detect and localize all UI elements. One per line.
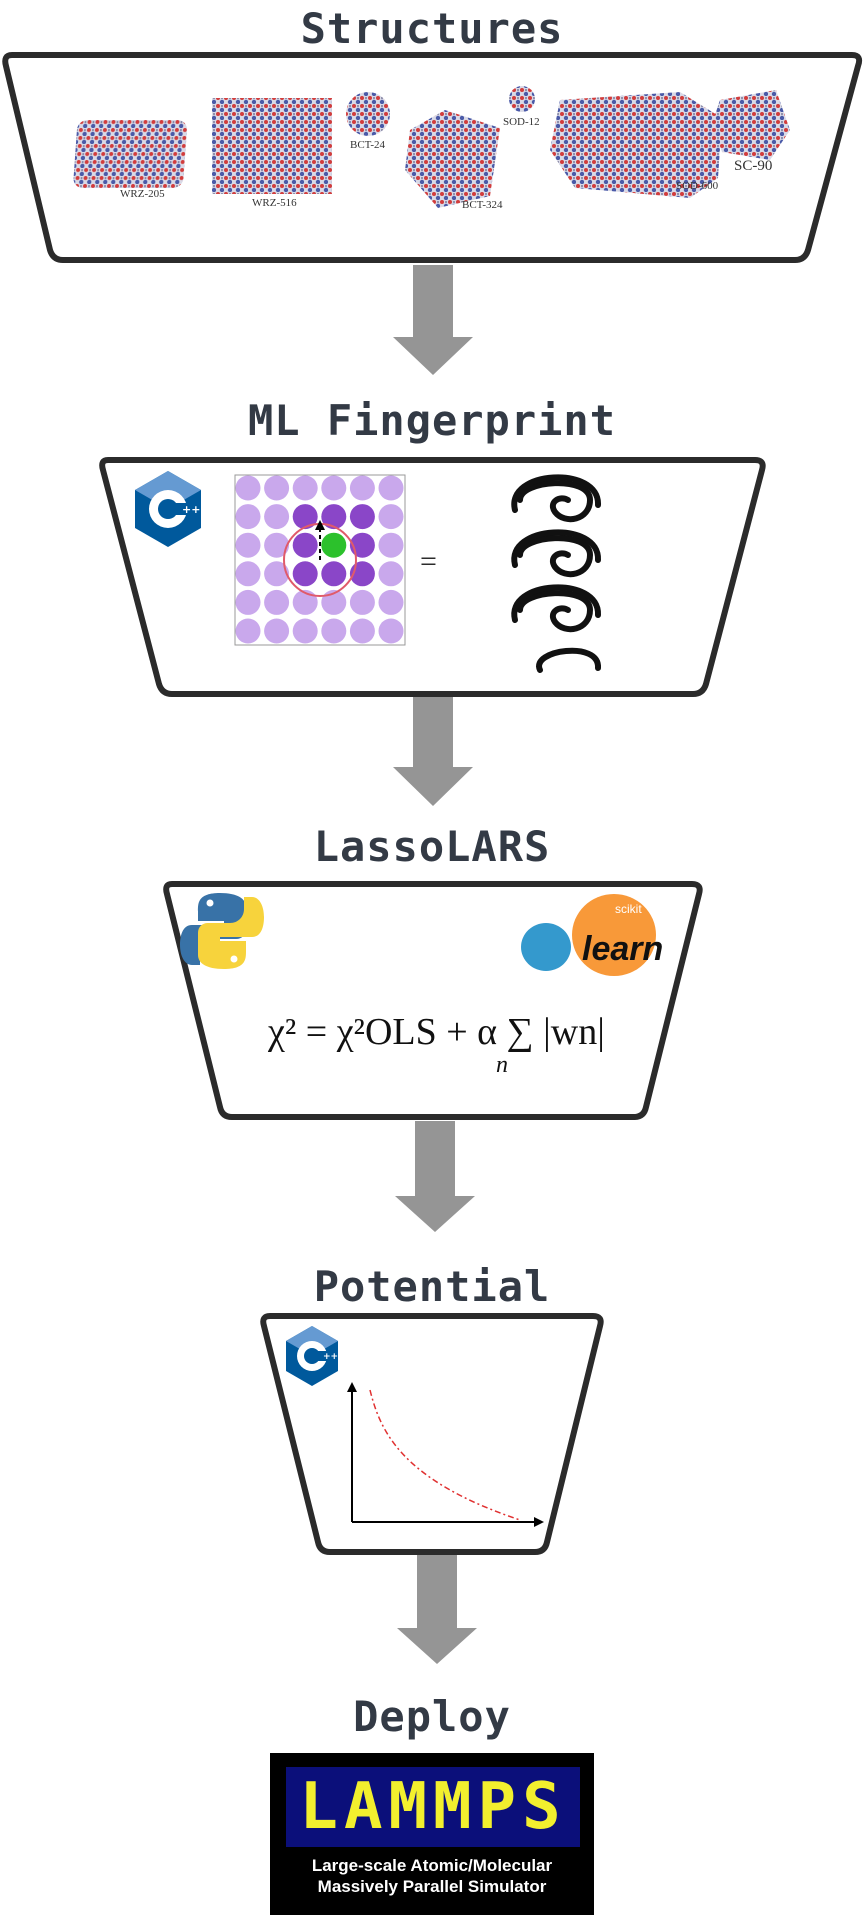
- lammps-line1: Large-scale Atomic/Molecular: [311, 1856, 553, 1875]
- label-sod12: SOD-12: [503, 116, 540, 128]
- title-lassolars: LassoLARS: [313, 822, 551, 871]
- atom: [378, 532, 404, 558]
- sklearn-big-text: learn: [582, 930, 663, 968]
- atom: [321, 532, 347, 558]
- atom: [292, 618, 318, 644]
- sklearn-logo-icon: scikit learn: [521, 894, 663, 976]
- arrow-3: [395, 1121, 475, 1232]
- atom: [264, 504, 290, 530]
- structure-bct324-image: [405, 110, 500, 208]
- cpp-logo-potential-icon: ++: [286, 1326, 338, 1386]
- potential-plot: [347, 1382, 544, 1527]
- structure-bct24-image: [346, 92, 390, 136]
- lasso-sum-index: n: [496, 1052, 508, 1078]
- atom: [235, 475, 261, 501]
- sklearn-small-text: scikit: [615, 902, 642, 916]
- atom: [378, 618, 404, 644]
- atom: [321, 561, 347, 587]
- arrow-2: [393, 697, 473, 806]
- atom: [264, 561, 290, 587]
- title-ml-fingerprint: ML Fingerprint: [247, 396, 616, 445]
- lammps-logo: LAMMPS Large-scale Atomic/Molecular Mass…: [270, 1753, 594, 1915]
- cpp-logo-icon: ++: [135, 471, 201, 547]
- title-deploy: Deploy: [353, 1692, 511, 1741]
- lammps-wordmark: LAMMPS: [286, 1767, 580, 1847]
- atom: [264, 589, 290, 615]
- atom: [264, 618, 290, 644]
- svg-text:++: ++: [182, 503, 200, 516]
- atom: [378, 504, 404, 530]
- atom: [292, 475, 318, 501]
- atom: [349, 532, 375, 558]
- atom: [321, 475, 347, 501]
- atom: [321, 618, 347, 644]
- structure-sod600-image: [550, 92, 722, 198]
- label-sc90: SC-90: [734, 158, 773, 174]
- atom: [292, 589, 318, 615]
- atom: [321, 504, 347, 530]
- panel-potential: [260, 1313, 604, 1555]
- atom: [292, 532, 318, 558]
- structure-wrz516-image: [212, 98, 332, 194]
- atom: [378, 561, 404, 587]
- title-structures: Structures: [300, 4, 564, 53]
- label-sod600: SOD-600: [676, 180, 719, 192]
- atom: [264, 475, 290, 501]
- equals-sign: =: [420, 545, 437, 578]
- atom: [235, 561, 261, 587]
- structure-wrz205-image: [73, 120, 187, 188]
- arrow-4: [397, 1555, 477, 1664]
- potential-curve: [369, 1389, 521, 1521]
- atom: [235, 532, 261, 558]
- atom: [378, 475, 404, 501]
- lasso-formula: χ² = χ²OLS + α ∑ |wn| n: [258, 1000, 638, 1080]
- atom: [292, 561, 318, 587]
- atom-lattice: [235, 475, 404, 644]
- lasso-formula-text: χ² = χ²OLS + α ∑ |wn|: [268, 1011, 605, 1053]
- atom: [235, 504, 261, 530]
- title-potential: Potential: [313, 1262, 551, 1311]
- label-bct24: BCT-24: [350, 139, 386, 151]
- svg-text:++: ++: [323, 1352, 338, 1362]
- arrow-1: [393, 265, 473, 375]
- label-bct324: BCT-324: [462, 199, 503, 211]
- atom: [264, 532, 290, 558]
- atom: [378, 589, 404, 615]
- structure-sod12-image: [509, 86, 535, 112]
- atom: [235, 618, 261, 644]
- atom: [292, 504, 318, 530]
- atom: [349, 504, 375, 530]
- label-wrz205: WRZ-205: [120, 188, 165, 200]
- atom: [235, 589, 261, 615]
- atom: [349, 618, 375, 644]
- structure-sc90-image: [712, 90, 790, 160]
- cutoff-circle: [283, 520, 357, 597]
- python-logo-icon: [180, 893, 264, 969]
- lammps-line2: Massively Parallel Simulator: [317, 1877, 547, 1896]
- label-wrz516: WRZ-516: [252, 197, 297, 209]
- atom: [349, 589, 375, 615]
- atom: [349, 475, 375, 501]
- fingerprint-icon: [511, 474, 602, 673]
